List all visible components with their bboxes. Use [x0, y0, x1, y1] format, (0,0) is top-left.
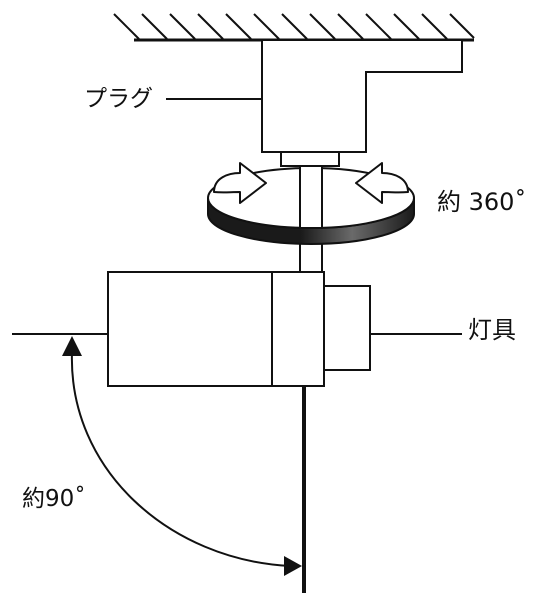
fixture-body: [107, 271, 371, 387]
fixture-label: 灯具: [468, 316, 516, 344]
tilt-angle-label: 約90˚: [22, 486, 86, 512]
ceiling: [113, 13, 475, 42]
double-headed-arc-arrow-icon: [62, 336, 302, 576]
curved-arrow-icon: [355, 162, 409, 204]
curved-arrow-icon: [213, 162, 267, 204]
plug-label: プラグ: [84, 86, 153, 112]
plug-body: [261, 39, 463, 167]
rotation-angle-label: 約 360˚: [437, 188, 527, 216]
